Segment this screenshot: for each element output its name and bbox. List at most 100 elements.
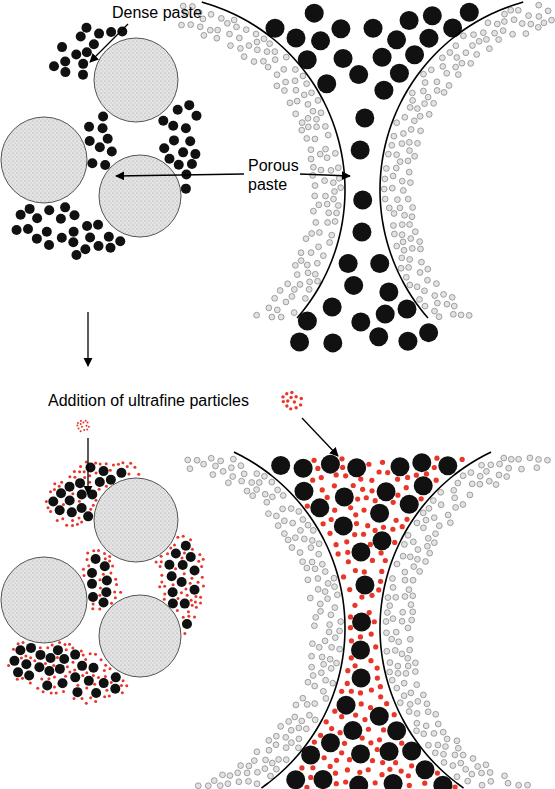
porous-paste-grain bbox=[444, 70, 450, 76]
ultrafine-particle bbox=[121, 461, 124, 464]
ultrafine-particle bbox=[432, 465, 437, 470]
cement-grain bbox=[15, 645, 25, 655]
porous-paste-grain bbox=[338, 619, 344, 625]
porous-paste-grain bbox=[407, 636, 413, 642]
porous-paste-grain bbox=[421, 71, 427, 77]
porous-paste-grain bbox=[474, 52, 480, 58]
cement-grain bbox=[70, 672, 80, 682]
cement-grain bbox=[80, 244, 90, 254]
porous-paste-grain bbox=[432, 308, 438, 314]
ultrafine-particle bbox=[333, 771, 338, 776]
porous-paste-grain bbox=[278, 314, 284, 320]
ultrafine-particle bbox=[318, 733, 323, 738]
porous-paste-grain bbox=[501, 455, 507, 461]
porous-paste-grain bbox=[414, 284, 420, 290]
ultrafine-particle bbox=[127, 473, 130, 476]
porous-paste-grain bbox=[423, 517, 429, 523]
porous-paste-grain bbox=[292, 262, 298, 268]
porous-paste-grain bbox=[201, 461, 207, 467]
porous-paste-grain bbox=[422, 80, 428, 86]
porous-paste-grain bbox=[309, 653, 315, 659]
ultrafine-particle bbox=[190, 599, 193, 602]
cement-grain bbox=[85, 136, 95, 146]
porous-paste-grain bbox=[296, 745, 302, 751]
ultrafine-particle bbox=[344, 539, 349, 544]
porous-paste-grain bbox=[497, 461, 503, 467]
porous-paste-grain bbox=[327, 622, 333, 628]
porous-paste-grain bbox=[296, 725, 302, 731]
porous-paste-grain bbox=[408, 690, 414, 696]
porous-paste-grain bbox=[269, 760, 275, 766]
porous-paste-grain bbox=[316, 230, 322, 236]
porous-paste-grain bbox=[541, 20, 547, 26]
porous-paste-grain bbox=[433, 711, 439, 717]
porous-paste-grain bbox=[312, 701, 318, 707]
porous-paste-grain bbox=[383, 619, 389, 625]
ultrafine-particle bbox=[395, 493, 400, 498]
porous-paste-grain bbox=[483, 762, 489, 768]
cement-grain bbox=[416, 760, 435, 779]
ultrafine-particle bbox=[189, 582, 192, 585]
ultrafine-particle bbox=[197, 560, 200, 563]
porous-paste-grain bbox=[409, 245, 415, 251]
ultrafine-particle bbox=[78, 427, 80, 429]
cement-grain bbox=[323, 297, 342, 316]
porous-paste-grain bbox=[292, 78, 298, 84]
porous-paste-grain bbox=[267, 41, 273, 47]
porous-paste-grain bbox=[274, 72, 280, 78]
ultrafine-particle bbox=[352, 532, 357, 537]
ultrafine-particle bbox=[85, 558, 88, 561]
porous-paste-grain bbox=[508, 7, 514, 13]
porous-paste-grain bbox=[411, 118, 417, 124]
ultrafine-particle bbox=[158, 585, 161, 588]
porous-paste-grain bbox=[453, 64, 459, 70]
cement-grain bbox=[84, 122, 94, 132]
porous-paste-grain bbox=[408, 127, 414, 133]
porous-paste-grain bbox=[266, 511, 272, 517]
porous-paste-grain bbox=[251, 758, 257, 764]
ultrafine-particle bbox=[49, 510, 52, 513]
porous-paste-grain bbox=[305, 270, 311, 276]
porous-paste-grain bbox=[225, 480, 231, 486]
ultrafine-particle bbox=[47, 506, 50, 509]
porous-paste-grain bbox=[411, 564, 417, 570]
ultrafine-particle bbox=[392, 540, 397, 545]
cement-grain bbox=[370, 504, 389, 523]
ultrafine-particle bbox=[160, 560, 163, 563]
aggregate-grain bbox=[1, 557, 87, 643]
cement-grain bbox=[57, 233, 67, 243]
porous-paste-grain bbox=[460, 752, 466, 758]
cement-grain bbox=[100, 561, 110, 571]
cement-grain bbox=[438, 456, 457, 475]
porous-paste-grain bbox=[432, 293, 438, 299]
porous-paste-grain bbox=[323, 677, 329, 683]
porous-paste-grain bbox=[308, 147, 314, 153]
porous-paste-grain bbox=[431, 730, 437, 736]
ultrafine-particle bbox=[359, 594, 364, 599]
ultrafine-particle bbox=[58, 641, 61, 644]
porous-paste-grain bbox=[417, 297, 423, 303]
ultrafine-particle bbox=[60, 481, 63, 484]
porous-paste-grain bbox=[455, 72, 461, 78]
cement-grain bbox=[337, 696, 356, 715]
porous-paste-grain bbox=[455, 480, 461, 486]
porous-paste-grain bbox=[312, 183, 318, 189]
ultrafine-particle bbox=[78, 500, 81, 503]
porous-paste-grain bbox=[194, 457, 200, 463]
ultrafine-particle bbox=[325, 495, 330, 500]
cement-grain bbox=[106, 27, 116, 37]
cement-grain bbox=[94, 29, 104, 39]
ultrafine-particle bbox=[392, 712, 397, 717]
aggregate-grain bbox=[99, 155, 181, 237]
porous-paste-grain bbox=[274, 83, 280, 89]
cement-grain bbox=[167, 571, 177, 581]
ultrafine-particle bbox=[339, 750, 344, 755]
porous-paste-grain bbox=[281, 66, 287, 72]
cement-grain bbox=[23, 224, 33, 234]
porous-paste-grain bbox=[475, 764, 481, 770]
cement-grain bbox=[423, 6, 442, 25]
process-note: Addition of ultrafine particles bbox=[48, 391, 280, 410]
porous-paste-grain bbox=[301, 536, 307, 542]
porous-paste-grain bbox=[283, 745, 289, 751]
ultrafine-particle bbox=[375, 747, 380, 752]
